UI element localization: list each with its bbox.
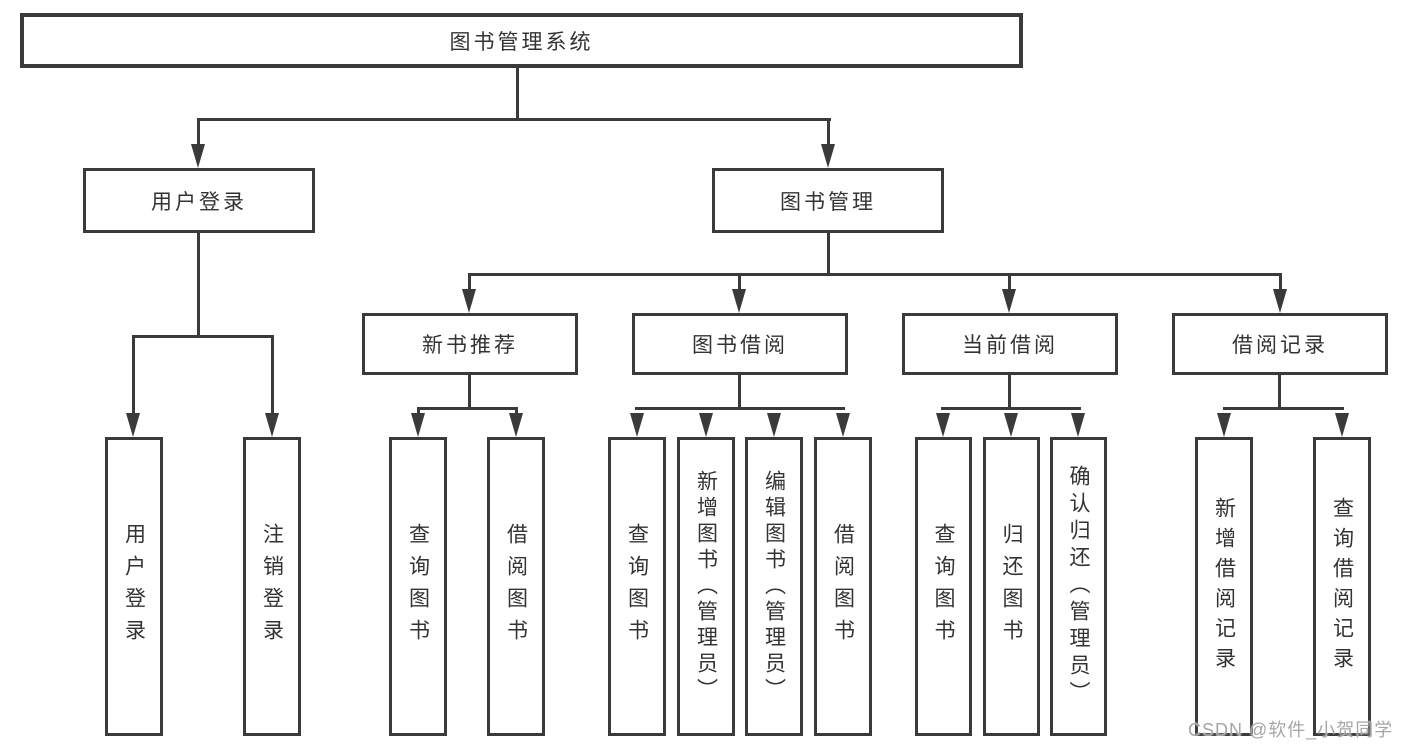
root-node-label: 图书管理系统 <box>449 30 594 54</box>
leaf-node-borrow-books-recommend: 借阅图书 <box>487 437 545 736</box>
leaf-confirm-return-admin-label: 确认归还（管理员） <box>1067 465 1090 708</box>
connector-login-right-drop <box>271 335 274 415</box>
connector-root-crossbar <box>197 118 831 121</box>
leaf-query-books-label: 查询图书 <box>406 522 430 651</box>
arrow-down-icon <box>126 413 140 437</box>
arrow-down-icon <box>1004 413 1018 437</box>
level2-user-login-label: 用户登录 <box>151 190 247 214</box>
leaf-query-books-label: 查询图书 <box>932 522 955 651</box>
arrow-down-icon <box>936 413 950 437</box>
arrow-down-icon <box>767 413 781 437</box>
connector-current-crossbar <box>941 407 1081 410</box>
leaf-node-logout: 注销登录 <box>243 437 301 736</box>
connector-recommend-stem <box>468 375 471 409</box>
level2-node-user-login: 用户登录 <box>83 168 315 233</box>
arrow-down-icon <box>265 413 279 437</box>
arrow-down-icon <box>1273 289 1287 313</box>
connector-borrow-crossbar <box>635 407 845 410</box>
arrow-down-icon <box>1217 413 1231 437</box>
connector-recommend-drop-1 <box>417 407 420 417</box>
level2-book-management-label: 图书管理 <box>780 190 876 214</box>
leaf-return-books-label: 归还图书 <box>1000 522 1023 651</box>
level3-node-book-borrow: 图书借阅 <box>632 313 848 375</box>
connector-login-crossbar <box>132 335 274 338</box>
arrow-down-icon <box>836 413 850 437</box>
connector-login-left-drop <box>132 335 135 415</box>
leaf-borrow-books-label: 借阅图书 <box>831 522 855 651</box>
leaf-node-add-books-admin: 新增图书（管理员） <box>677 437 735 736</box>
connector-mgmt-drop-3 <box>1008 273 1011 291</box>
leaf-node-confirm-return-admin: 确认归还（管理员） <box>1050 437 1107 736</box>
connector-borrow-stem <box>738 375 741 409</box>
connector-recommend-crossbar <box>417 407 518 410</box>
leaf-node-query-books-borrow: 查询图书 <box>608 437 666 736</box>
connector-records-crossbar <box>1223 407 1344 410</box>
connector-records-stem <box>1278 375 1281 409</box>
leaf-node-query-borrow-record: 查询借阅记录 <box>1313 437 1371 736</box>
level2-node-book-management: 图书管理 <box>712 168 944 233</box>
arrow-down-icon <box>191 144 205 168</box>
arrow-down-icon <box>732 289 746 313</box>
leaf-logout-label: 注销登录 <box>260 522 284 651</box>
level3-borrow-records-label: 借阅记录 <box>1232 334 1328 357</box>
connector-mgmt-stem <box>827 233 830 275</box>
leaf-query-borrow-record-label: 查询借阅记录 <box>1330 496 1354 677</box>
connector-mgmt-drop-2 <box>738 273 741 291</box>
level3-new-book-recommend-label: 新书推荐 <box>422 334 518 357</box>
leaf-query-books-label: 查询图书 <box>625 522 649 651</box>
leaf-node-query-books-current: 查询图书 <box>915 437 972 736</box>
arrow-down-icon <box>1335 413 1349 437</box>
leaf-borrow-books-label: 借阅图书 <box>504 522 528 651</box>
leaf-node-add-borrow-record: 新增借阅记录 <box>1195 437 1253 736</box>
leaf-node-edit-books-admin: 编辑图书（管理员） <box>745 437 803 736</box>
level3-node-new-book-recommend: 新书推荐 <box>362 313 578 375</box>
connector-current-stem <box>1008 375 1011 409</box>
csdn-watermark: CSDN @软件_小贺同学 <box>1188 720 1394 740</box>
arrow-down-icon <box>1071 413 1085 437</box>
leaf-edit-books-admin-label: 编辑图书（管理员） <box>762 469 786 704</box>
level3-current-borrow-label: 当前借阅 <box>962 334 1058 357</box>
root-node-library-system: 图书管理系统 <box>20 13 1023 68</box>
connector-root-right-drop <box>827 118 830 148</box>
connector-login-stem <box>197 233 200 338</box>
arrow-down-icon <box>821 144 835 168</box>
arrow-down-icon <box>462 289 476 313</box>
connector-mgmt-drop-1 <box>468 273 471 291</box>
level3-node-current-borrow: 当前借阅 <box>902 313 1118 375</box>
level3-book-borrow-label: 图书借阅 <box>692 334 788 357</box>
connector-root-left-drop <box>197 118 200 148</box>
arrow-down-icon <box>630 413 644 437</box>
level3-node-borrow-records: 借阅记录 <box>1172 313 1388 375</box>
leaf-node-return-books: 归还图书 <box>983 437 1040 736</box>
connector-recommend-drop-2 <box>515 407 518 417</box>
connector-root-stem <box>516 68 519 120</box>
leaf-node-query-books-recommend: 查询图书 <box>389 437 447 736</box>
leaf-node-borrow-books: 借阅图书 <box>814 437 872 736</box>
arrow-down-icon <box>1002 289 1016 313</box>
arrow-down-icon <box>411 413 425 437</box>
connector-mgmt-drop-4 <box>1279 273 1282 291</box>
leaf-add-borrow-record-label: 新增借阅记录 <box>1212 496 1236 677</box>
leaf-add-books-admin-label: 新增图书（管理员） <box>694 469 718 704</box>
connector-mgmt-crossbar <box>468 273 1282 276</box>
leaf-user-login-label: 用户登录 <box>122 522 146 651</box>
arrow-down-icon <box>509 413 523 437</box>
arrow-down-icon <box>699 413 713 437</box>
leaf-node-user-login: 用户登录 <box>105 437 163 736</box>
